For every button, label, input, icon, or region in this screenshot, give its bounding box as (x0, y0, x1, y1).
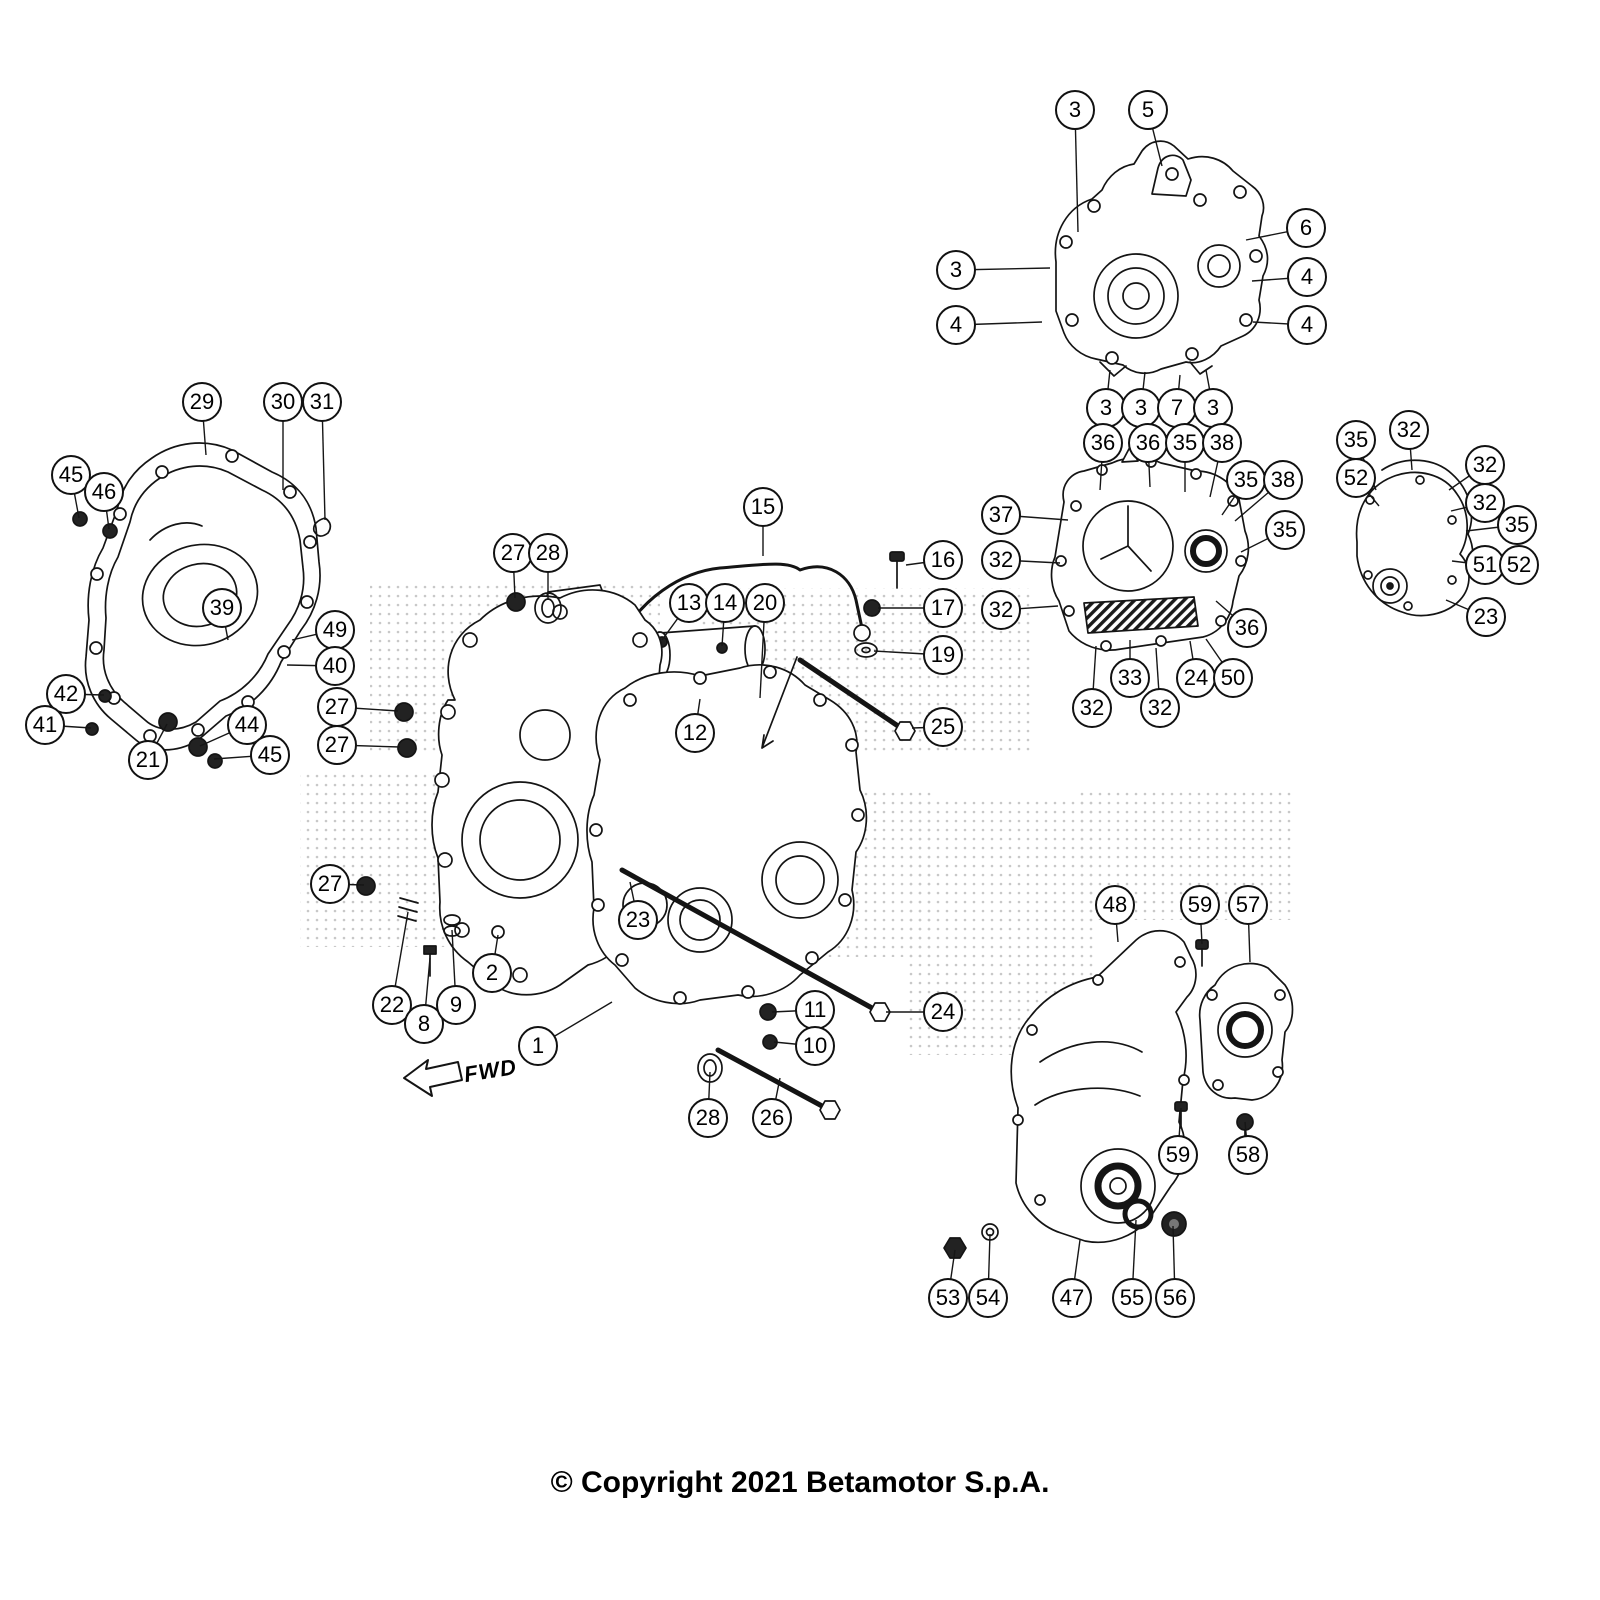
callout-41: 41 (25, 705, 65, 745)
callout-5: 5 (1128, 90, 1168, 130)
ignition-cover-sketch (1355, 459, 1474, 617)
callout-9: 9 (436, 985, 476, 1025)
callout-17: 17 (923, 588, 963, 628)
callout-32: 32 (981, 540, 1021, 580)
top-right-cover-sketch (1054, 140, 1269, 377)
callout-37: 37 (981, 495, 1021, 535)
center-hardware-sketch (356, 551, 905, 1083)
callout-35: 35 (1336, 420, 1376, 460)
callout-24: 24 (923, 992, 963, 1032)
fwd-arrow (403, 1059, 463, 1097)
callout-47: 47 (1052, 1278, 1092, 1318)
callout-58: 58 (1228, 1135, 1268, 1175)
flywheel-cover-sketch (1010, 929, 1197, 1244)
callout-7: 7 (1157, 388, 1197, 428)
callout-27: 27 (493, 533, 533, 573)
callout-42: 42 (46, 674, 86, 714)
callout-59: 59 (1158, 1135, 1198, 1175)
callout-3: 3 (1055, 90, 1095, 130)
left-hardware-sketch (72, 511, 332, 769)
callout-26: 26 (752, 1098, 792, 1138)
callout-35: 35 (1497, 505, 1537, 545)
callout-38: 38 (1202, 423, 1242, 463)
bearing-bracket-sketch (1198, 962, 1294, 1101)
callout-20: 20 (745, 583, 785, 623)
callout-14: 14 (705, 583, 745, 623)
callout-31: 31 (302, 382, 342, 422)
callout-49: 49 (315, 610, 355, 650)
callout-3: 3 (936, 250, 976, 290)
callout-32: 32 (1465, 445, 1505, 485)
callout-56: 56 (1155, 1278, 1195, 1318)
callout-35: 35 (1265, 510, 1305, 550)
callout-19: 19 (923, 635, 963, 675)
callout-39: 39 (202, 588, 242, 628)
mid-right-clutch-cover-sketch (1050, 446, 1250, 652)
callout-32: 32 (1072, 688, 1112, 728)
callout-36: 36 (1227, 608, 1267, 648)
callout-3: 3 (1121, 388, 1161, 428)
callout-55: 55 (1112, 1278, 1152, 1318)
callout-3: 3 (1193, 388, 1233, 428)
callout-32: 32 (1389, 410, 1429, 450)
callout-36: 36 (1083, 423, 1123, 463)
callout-36: 36 (1128, 423, 1168, 463)
callout-52: 52 (1336, 458, 1376, 498)
callout-6: 6 (1286, 208, 1326, 248)
callout-35: 35 (1165, 423, 1205, 463)
callout-15: 15 (743, 487, 783, 527)
callout-50: 50 (1213, 658, 1253, 698)
callout-27: 27 (310, 864, 350, 904)
callout-53: 53 (928, 1278, 968, 1318)
callout-52: 52 (1499, 545, 1539, 585)
callout-3: 3 (1086, 388, 1126, 428)
callout-28: 28 (688, 1098, 728, 1138)
callout-35: 35 (1226, 460, 1266, 500)
callout-57: 57 (1228, 885, 1268, 925)
callout-4: 4 (936, 305, 976, 345)
callout-51: 51 (1465, 545, 1505, 585)
callout-38: 38 (1263, 460, 1303, 500)
callout-4: 4 (1287, 257, 1327, 297)
callout-23: 23 (1466, 597, 1506, 637)
copyright-text: © Copyright 2021 Betamotor S.p.A. (550, 1466, 1050, 1499)
callout-28: 28 (528, 533, 568, 573)
callout-23: 23 (618, 900, 658, 940)
callout-54: 54 (968, 1278, 1008, 1318)
callout-11: 11 (795, 990, 835, 1030)
callout-40: 40 (315, 646, 355, 686)
left-clutch-cover-sketch (84, 442, 321, 751)
callout-21: 21 (128, 740, 168, 780)
callout-16: 16 (923, 540, 963, 580)
callout-4: 4 (1287, 305, 1327, 345)
callout-29: 29 (182, 382, 222, 422)
callout-59: 59 (1180, 885, 1220, 925)
callout-32: 32 (981, 590, 1021, 630)
callout-1: 1 (518, 1026, 558, 1066)
callout-32: 32 (1140, 688, 1180, 728)
callout-45: 45 (250, 735, 290, 775)
callout-27: 27 (317, 725, 357, 765)
callout-2: 2 (472, 953, 512, 993)
callout-25: 25 (923, 707, 963, 747)
callout-33: 33 (1110, 658, 1150, 698)
bottom-right-hardware-sketch (943, 939, 1254, 1259)
callout-13: 13 (669, 583, 709, 623)
callout-30: 30 (263, 382, 303, 422)
callout-48: 48 (1095, 885, 1135, 925)
callout-12: 12 (675, 713, 715, 753)
callout-10: 10 (795, 1026, 835, 1066)
callout-24: 24 (1176, 658, 1216, 698)
callout-46: 46 (84, 472, 124, 512)
callout-27: 27 (317, 687, 357, 727)
